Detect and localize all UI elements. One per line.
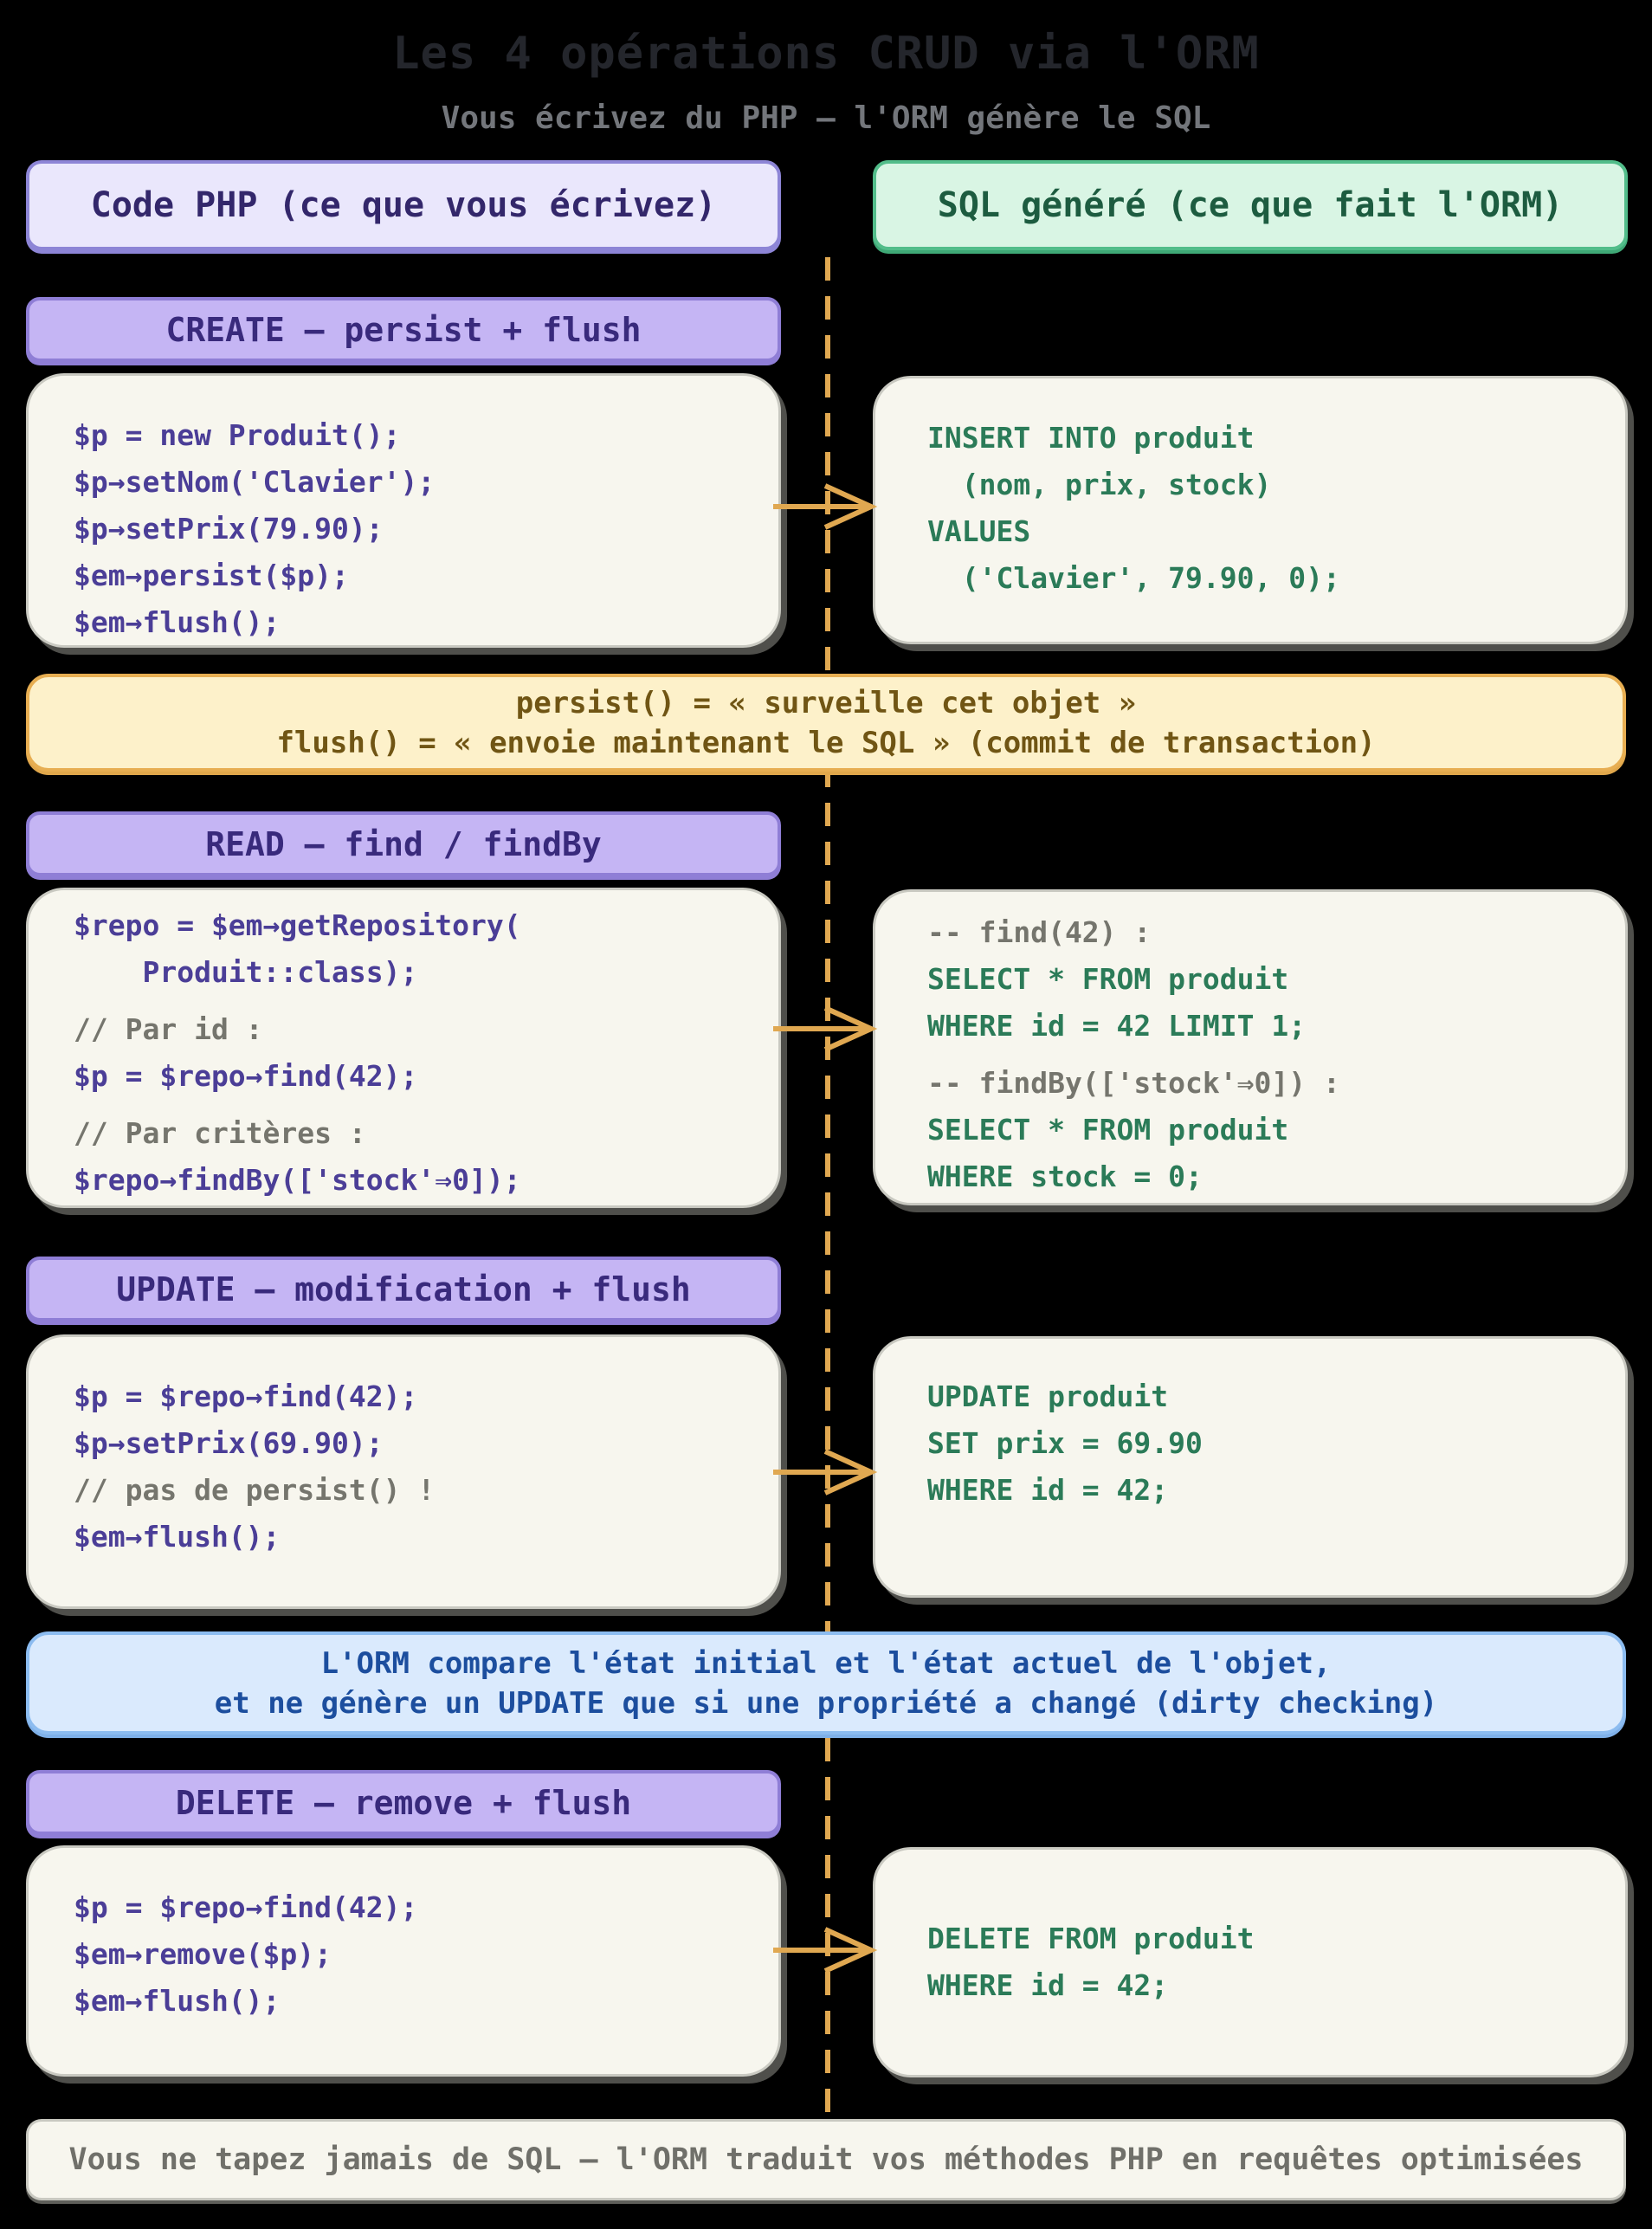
code-line: WHERE stock = 0; [927,1160,1203,1193]
page-subtitle: Vous écrivez du PHP — l'ORM génère le SQ… [441,100,1211,136]
code-line: SELECT * FROM produit [927,962,1289,996]
code-line: $p→setPrix(79.90); [74,512,384,546]
code-line: SET prix = 69.90 [927,1426,1203,1460]
code-line: $repo = $em→getRepository( [74,908,521,942]
column-divider-dashed-line [825,257,830,2117]
code-line: $em→flush(); [74,1984,281,2018]
code-comment-line: // Par id : [74,1012,263,1046]
code-line: $em→flush(); [74,1520,281,1554]
code-line-gap [927,1050,1625,1060]
code-line: $p→setPrix(69.90); [74,1426,384,1460]
code-line: UPDATE produit [927,1379,1169,1413]
callout-line: flush() = « envoie maintenant le SQL » (… [276,725,1376,760]
code-line: $p = $repo→find(42); [74,1059,418,1093]
sql-column-header: SQL généré (ce que fait l'ORM) [873,160,1628,250]
code-comment-line: // Par critères : [74,1116,366,1150]
code-line: INSERT INTO produit [927,421,1255,455]
callout-dirty-checking: L'ORM compare l'état initial et l'état a… [26,1631,1626,1735]
code-line: ('Clavier', 79.90, 0); [927,561,1340,595]
code-line: Produit::class); [74,955,418,989]
orm-arrow-read-icon [771,1001,879,1056]
code-comment-line: -- find(42) : [927,915,1152,949]
code-line-gap [74,996,778,1006]
callout-persist-flush: persist() = « surveille cet objet » flus… [26,674,1626,772]
orm-arrow-delete-icon [771,1922,879,1978]
code-line-gap [74,1100,778,1110]
php-code-box-update: $p = $repo→find(42); $p→setPrix(69.90); //… [26,1334,781,1609]
footer-note: Vous ne tapez jamais de SQL — l'ORM trad… [26,2119,1626,2200]
code-line: $p = $repo→find(42); [74,1379,418,1413]
section-header-update: UPDATE — modification + flush [26,1257,781,1321]
code-line: VALUES [927,514,1031,548]
code-line: $em→flush(); [74,605,281,639]
callout-line: et ne génère un UPDATE que si une propri… [214,1685,1438,1721]
code-line: $p = $repo→find(42); [74,1890,418,1924]
code-line: SELECT * FROM produit [927,1113,1289,1147]
php-code-box-delete: $p = $repo→find(42); $em→remove($p); $em→f… [26,1845,781,2077]
code-line: $p = new Produit(); [74,418,401,452]
callout-line: persist() = « surveille cet objet » [515,685,1137,720]
code-line: DELETE FROM produit [927,1922,1255,1955]
code-line: $p→setNom('Clavier'); [74,465,436,499]
php-code-box-read: $repo = $em→getRepository( Produit::clas… [26,888,781,1208]
section-header-read: READ — find / findBy [26,811,781,876]
php-column-header: Code PHP (ce que vous écrivez) [26,160,781,250]
orm-arrow-create-icon [771,479,879,534]
orm-arrow-update-icon [771,1444,879,1500]
section-header-delete: DELETE — remove + flush [26,1770,781,1835]
code-line: WHERE id = 42; [927,1968,1169,2002]
section-header-create: CREATE — persist + flush [26,297,781,362]
code-comment-line: // pas de persist() ! [74,1473,436,1507]
page-title: Les 4 opérations CRUD via l'ORM [392,28,1260,80]
code-line: $em→persist($p); [74,559,349,592]
code-line: WHERE id = 42 LIMIT 1; [927,1009,1307,1043]
sql-code-box-create: INSERT INTO produit (nom, prix, stock) VA… [873,376,1628,644]
code-line: $repo→findBy(['stock'⇒0]); [74,1163,521,1197]
code-line: WHERE id = 42; [927,1473,1169,1507]
code-line: $em→remove($p); [74,1937,332,1971]
code-line: (nom, prix, stock) [927,468,1272,501]
code-comment-line: -- findBy(['stock'⇒0]) : [927,1066,1340,1100]
callout-line: L'ORM compare l'état initial et l'état a… [320,1645,1332,1681]
php-code-box-create: $p = new Produit(); $p→setNom('Clavier');… [26,373,781,648]
